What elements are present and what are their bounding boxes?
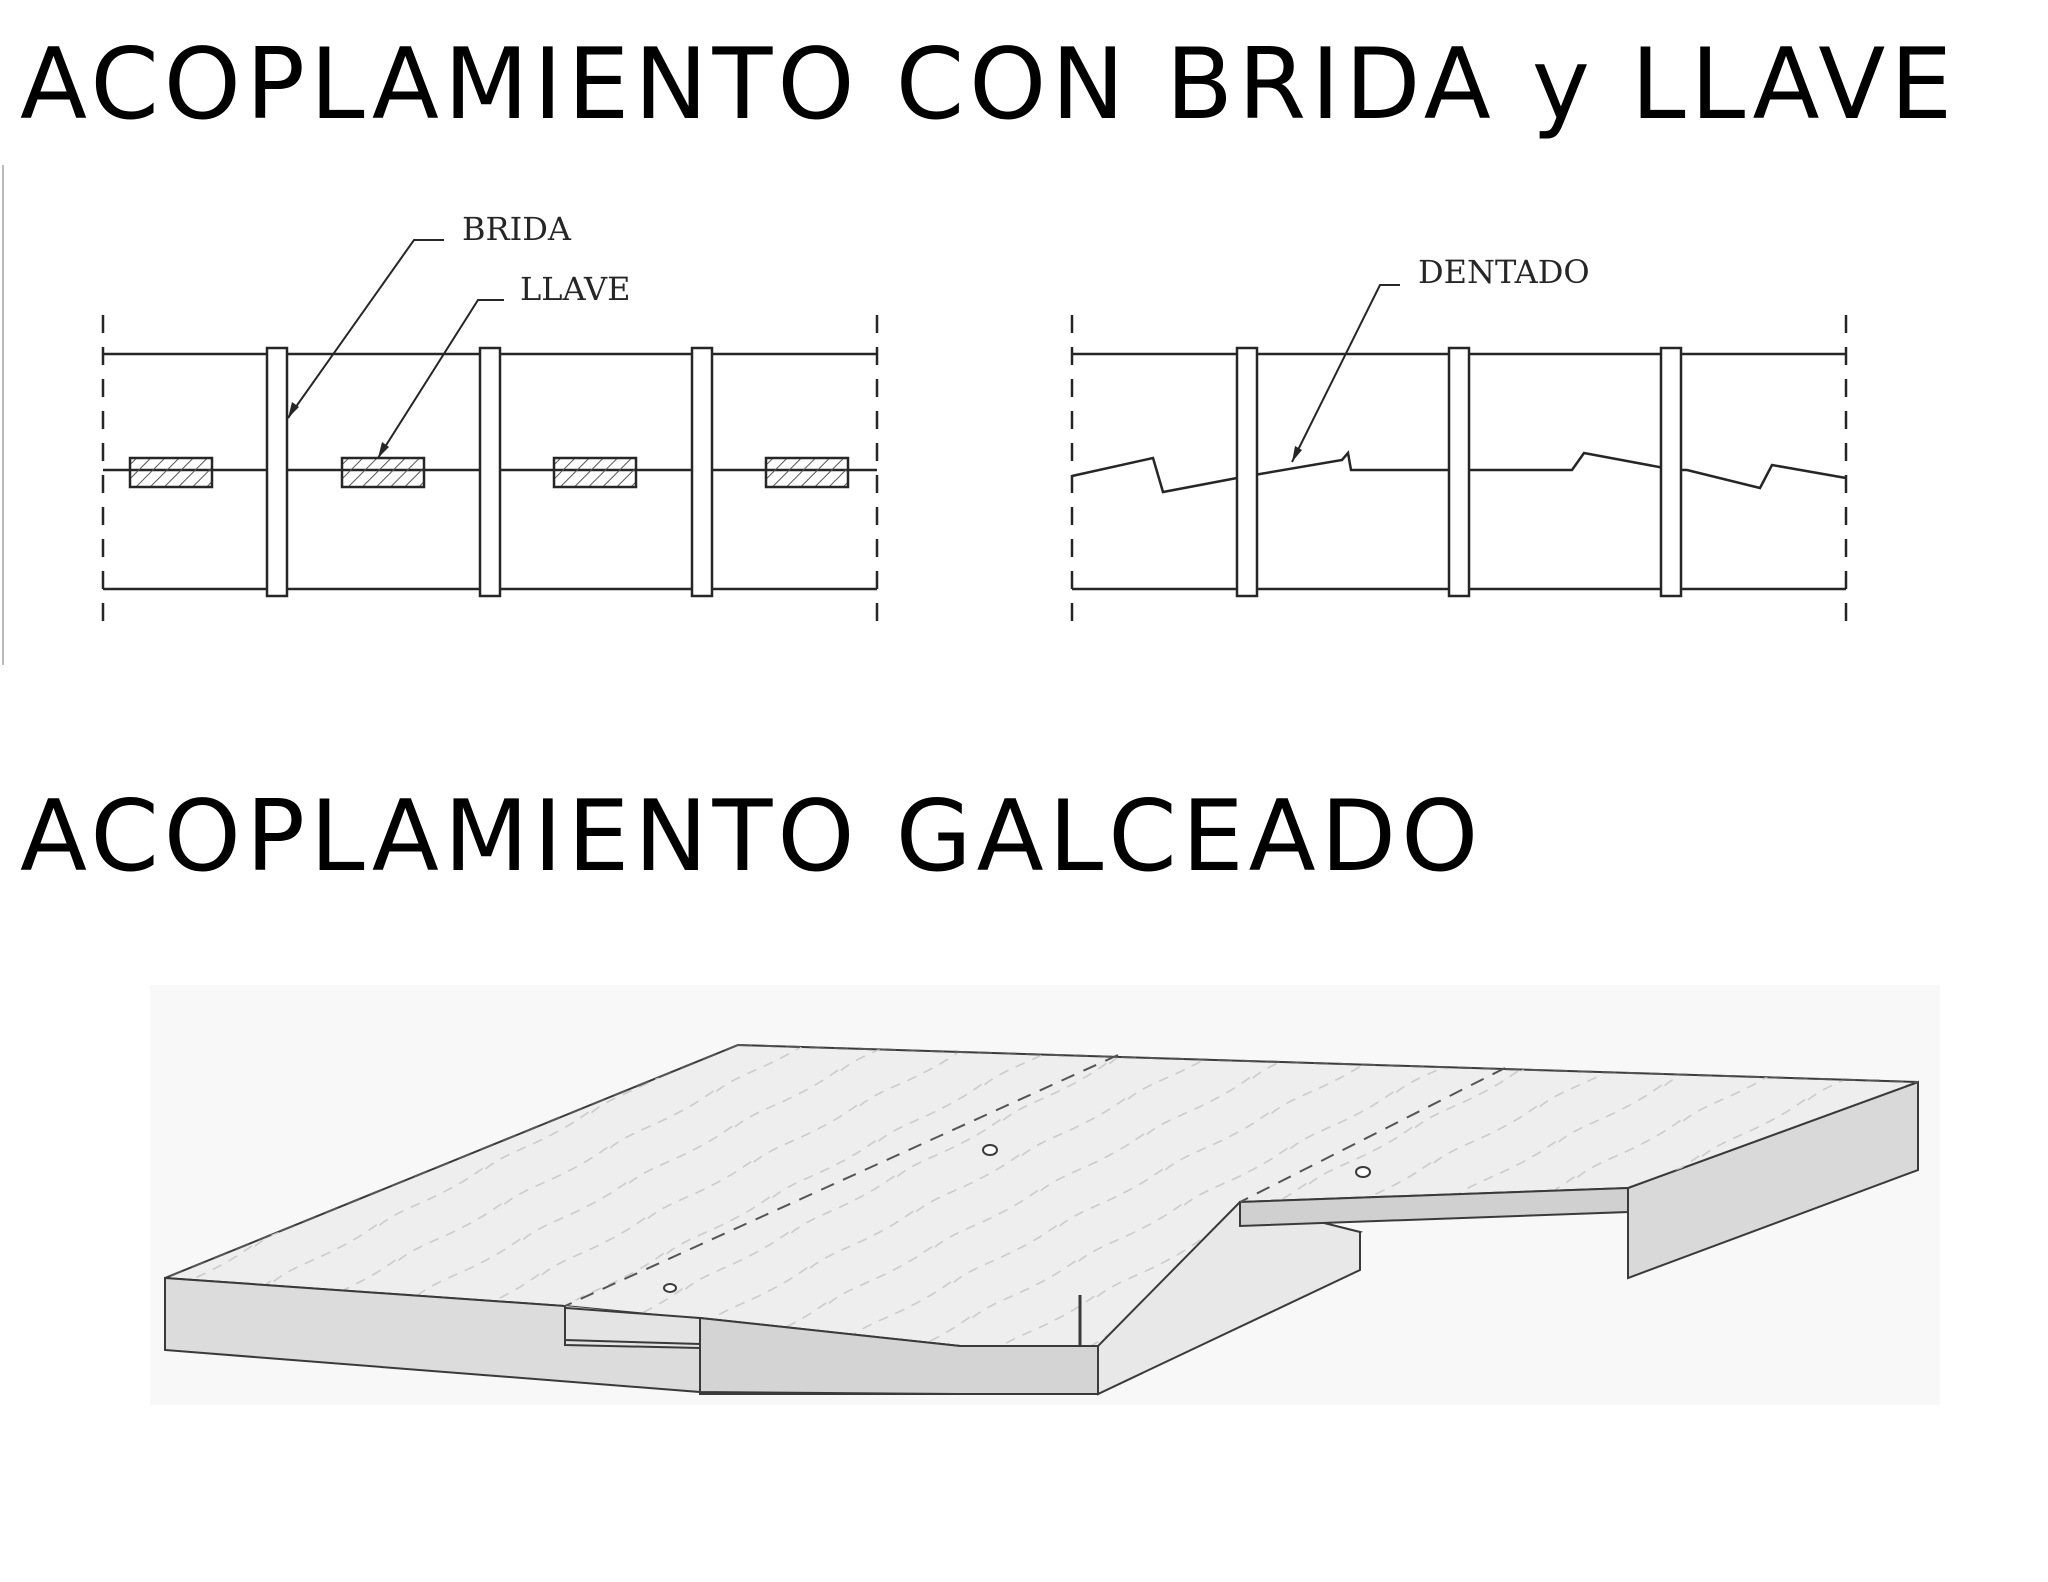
flange-1 (265, 346, 289, 598)
panel-edge-dashed-back (737, 1044, 1919, 1083)
title-flange-key-coupling: ACOPLAMIENTO CON BRIDA y LLAVE (20, 28, 1958, 142)
joint-line-2 (1239, 1067, 1506, 1203)
key-4 (764, 456, 850, 489)
peg-hole-1 (982, 1144, 998, 1156)
rabbeted-joint-drawing (150, 985, 1940, 1405)
key-1 (128, 456, 214, 489)
label-key: LLAVE (520, 270, 630, 308)
rabbet-notch (1097, 1200, 1361, 1396)
flange-key-drawing (2, 165, 879, 665)
flange-1 (1235, 346, 1259, 598)
flange-3 (1659, 346, 1683, 598)
key-2 (340, 456, 426, 489)
flange-3 (690, 346, 714, 598)
label-toothed: DENTADO (1418, 253, 1590, 291)
flange-2 (1447, 346, 1471, 598)
flange-leader-arrow (288, 402, 299, 418)
toothed-drawing (1070, 284, 1848, 632)
toothed-leader-line (1291, 284, 1400, 463)
key-leader-line (377, 299, 504, 459)
key-3 (552, 456, 638, 489)
key-leader-arrow (378, 442, 389, 458)
panel-edge-dashed-left (164, 1044, 739, 1279)
peg-hole-3 (663, 1283, 677, 1293)
toothed-split-line (1071, 450, 1847, 494)
flange-2 (478, 346, 502, 598)
rabbet-step (1239, 1186, 1629, 1228)
peg-hole-2 (1355, 1166, 1371, 1178)
title-rabbeted-coupling: ACOPLAMIENTO GALCEADO (20, 780, 1484, 894)
joint-line-1 (564, 1054, 1119, 1307)
flange-leader-line (287, 239, 444, 419)
label-flange: BRIDA (462, 210, 572, 248)
panel-grain (165, 1045, 1918, 1346)
toothed-leader-arrow (1292, 446, 1302, 462)
